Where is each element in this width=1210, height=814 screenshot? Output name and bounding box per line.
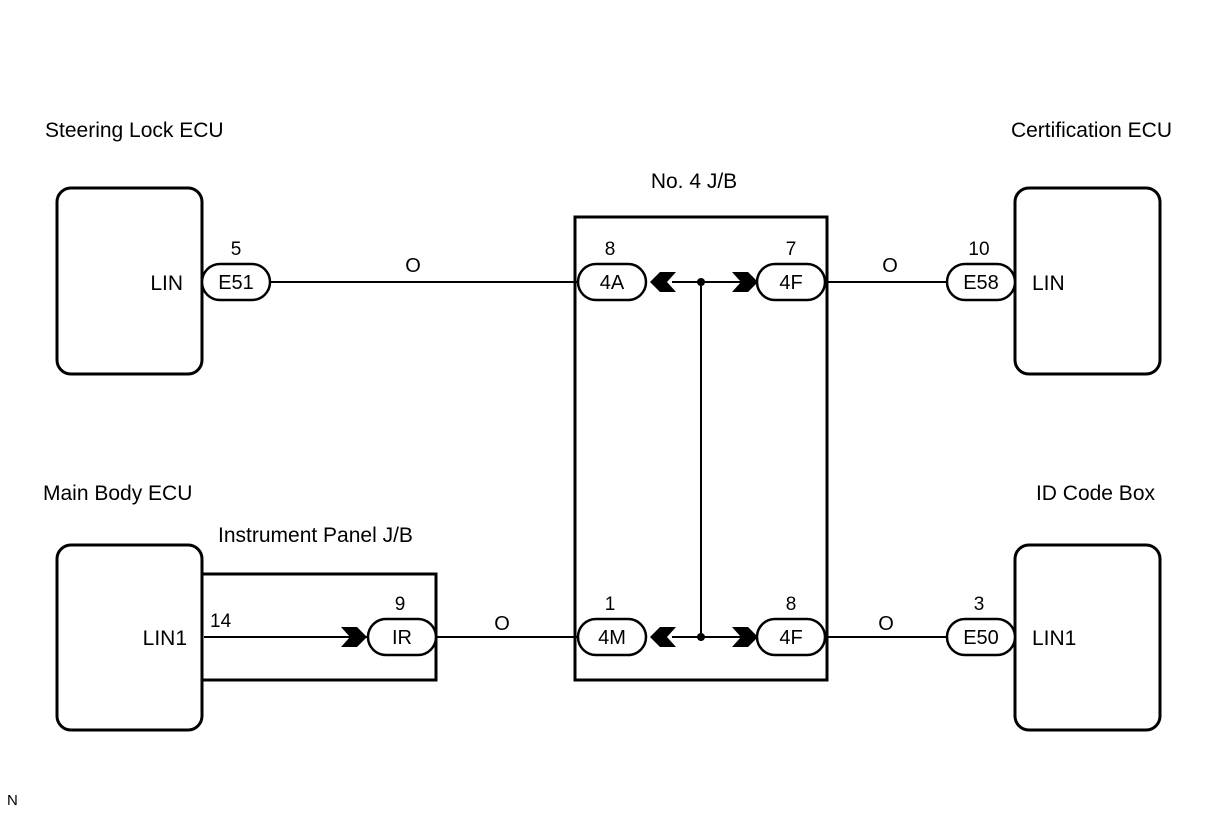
pin-e50: 3 [974, 594, 985, 615]
connector-4m [576, 617, 648, 657]
main-body-terminal: LIN1 [143, 627, 187, 650]
pin-4a: 8 [605, 239, 616, 260]
pin-4f-top: 7 [786, 239, 797, 260]
connector-ir [366, 617, 438, 657]
footer-code: N [7, 792, 18, 809]
connector-4f-bottom [755, 617, 827, 657]
connector-ir-code: IR [392, 627, 412, 649]
chevron-right-icon [341, 627, 367, 647]
id-code-box-terminal: LIN1 [1032, 627, 1076, 650]
pin-ir: 9 [395, 594, 406, 615]
wire-color-top-right: O [882, 255, 898, 277]
id-code-box-title: ID Code Box [1036, 482, 1156, 505]
connector-e51-code: E51 [218, 272, 254, 294]
steering-lock-terminal: LIN [150, 272, 183, 295]
connector-4f-top-code: 4F [779, 272, 802, 294]
splice-dot-bottom [697, 633, 705, 641]
chevron-left-icon [650, 272, 676, 292]
pin-4m: 1 [605, 594, 616, 615]
connector-e58 [945, 262, 1017, 302]
chevron-right-icon [732, 272, 758, 292]
wire-color-top-left: O [405, 255, 421, 277]
pin-e51: 5 [231, 239, 242, 260]
certification-terminal: LIN [1032, 272, 1065, 295]
connector-e50 [945, 617, 1017, 657]
wire-color-bottom-left: O [494, 613, 510, 635]
certification-ecu-title: Certification ECU [1011, 119, 1172, 142]
connector-4a-code: 4A [600, 272, 625, 294]
steering-lock-ecu-title: Steering Lock ECU [45, 119, 224, 142]
connector-e51 [200, 262, 272, 302]
connector-4f-bottom-code: 4F [779, 627, 802, 649]
connector-4m-code: 4M [598, 627, 626, 649]
connector-4f-top [755, 262, 827, 302]
connector-e58-code: E58 [963, 272, 999, 294]
chevron-right-icon [732, 627, 758, 647]
no4-jb-box [573, 215, 829, 682]
pin-e58: 10 [968, 239, 989, 260]
pin-4f-bottom: 8 [786, 594, 797, 615]
connector-4a [576, 262, 648, 302]
instrument-panel-jb-title: Instrument Panel J/B [218, 524, 413, 547]
instrument-panel-jb-box [200, 572, 438, 682]
no4-jb-title: No. 4 J/B [651, 170, 737, 193]
splice-dot-top [697, 278, 705, 286]
main-body-ecu-title: Main Body ECU [43, 482, 192, 505]
pin-main-body: 14 [210, 611, 232, 632]
chevron-left-icon [650, 627, 676, 647]
wire-color-bottom-right: O [878, 613, 894, 635]
connector-e50-code: E50 [963, 627, 999, 649]
